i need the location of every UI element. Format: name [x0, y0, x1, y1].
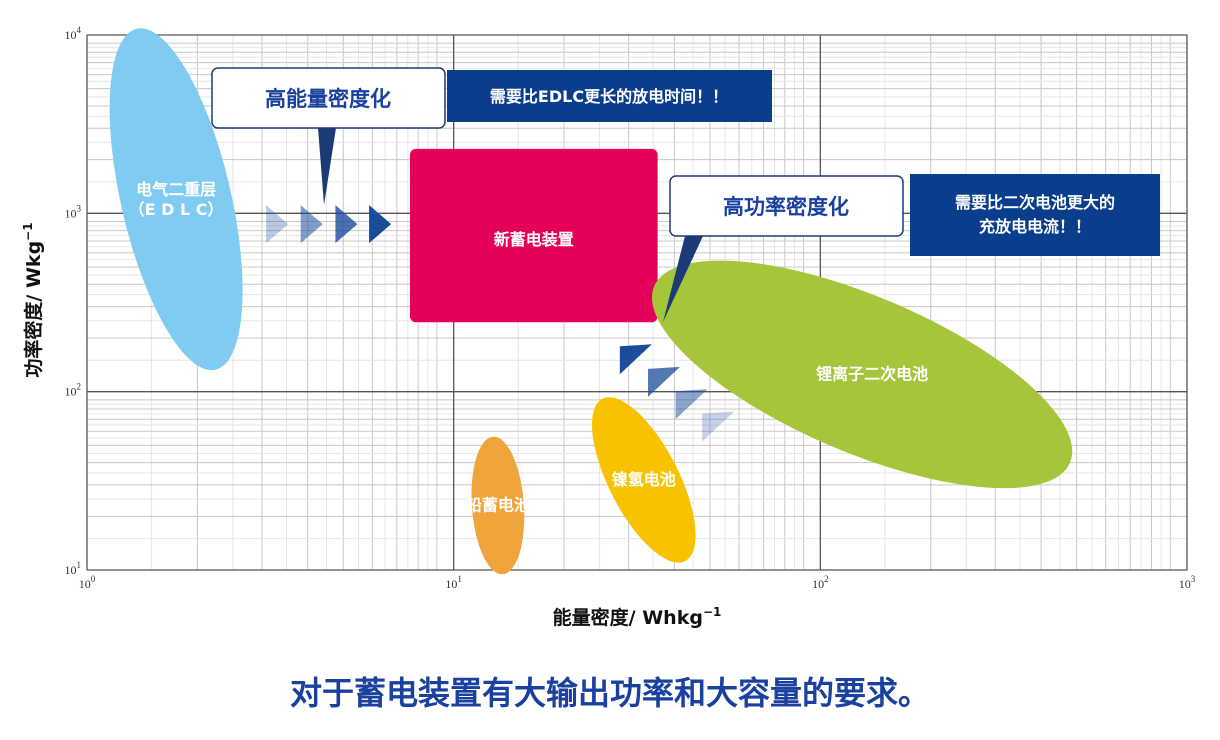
region-li-ion	[651, 260, 1073, 489]
region-nimh	[591, 397, 696, 563]
arrow-diagonal-marker	[675, 389, 708, 420]
x-tick-label: 102	[812, 574, 829, 591]
arrow-right-marker	[266, 205, 289, 244]
arrow-diagonal-marker	[702, 411, 735, 442]
arrow-right-marker	[300, 205, 323, 244]
y-tick-label: 103	[65, 203, 82, 220]
arrow-diagonal-marker	[648, 366, 681, 397]
x-tick-label: 100	[79, 574, 96, 591]
callout-pointer-power	[663, 236, 703, 322]
arrow-diagonal-marker	[619, 344, 652, 375]
callout-note-power-bg	[910, 174, 1160, 256]
callout-box-energy	[211, 67, 446, 129]
callout-note-energy-bg	[447, 70, 772, 122]
callouts: 高能量密度化 需要比EDLC更长的放电时间！！ 高功率密度化 需要比二次电池更大的充放…	[211, 67, 1160, 322]
callout-title-power: 高功率密度化	[723, 195, 849, 219]
y-tick-label: 102	[65, 382, 82, 399]
region-label-new-storage: 新蓄电装置	[494, 230, 574, 249]
callout-pointer-energy	[318, 128, 336, 205]
callout-title-energy: 高能量密度化	[265, 87, 391, 111]
footer-statement: 对于蓄电装置有大输出功率和大容量的要求。	[289, 674, 930, 712]
region-label-edlc: 电气二重层	[136, 180, 216, 199]
arrow-right-marker	[335, 205, 358, 244]
y-tick-label: 101	[65, 560, 82, 577]
region-label-li-ion: 锂离子二次电池	[816, 365, 928, 384]
region-new-storage	[409, 148, 658, 323]
y-tick-label: 104	[65, 25, 82, 42]
callout-note-energy: 需要比EDLC更长的放电时间！！	[490, 87, 728, 106]
region-label-edlc: （E D L C）	[129, 200, 224, 219]
callout-box-power	[669, 175, 904, 237]
x-tick-label: 101	[445, 574, 462, 591]
arrow-right-marker	[369, 205, 392, 244]
region-lead-acid	[471, 436, 525, 575]
region-label-nimh: 镍氢电池	[612, 470, 676, 489]
y-axis-title: 功率密度/ Wkg−1	[21, 222, 45, 377]
region-edlc	[109, 28, 243, 371]
callout-note-power: 需要比二次电池更大的	[955, 193, 1115, 212]
region-label-lead-acid: 铅蓄电池	[466, 496, 530, 515]
arrows	[266, 205, 735, 442]
x-axis-title: 能量密度/ Whkg−1	[553, 605, 722, 629]
x-tick-label: 103	[1179, 574, 1196, 591]
callout-note-power: 充放电电流！！	[979, 217, 1091, 236]
